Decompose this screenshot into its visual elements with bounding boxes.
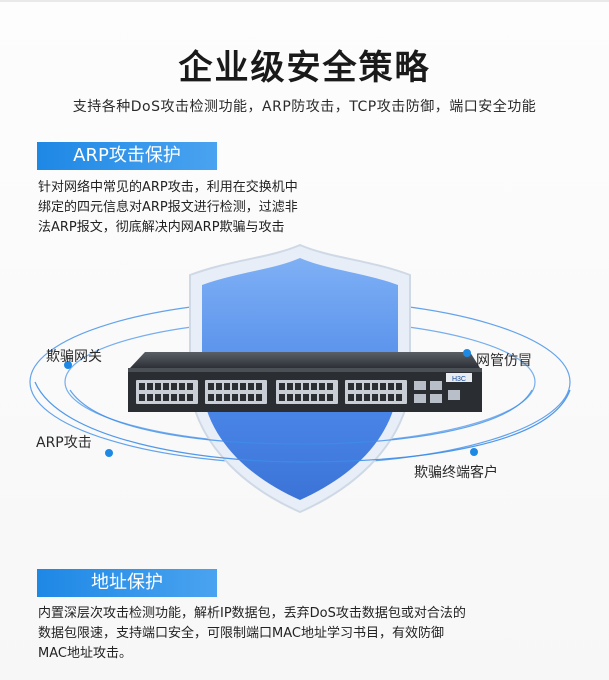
marker-dot (470, 448, 478, 456)
page-subtitle: 支持各种DoS攻击检测功能，ARP防攻击，TCP攻击防御，端口安全功能 (72, 99, 537, 115)
label-spoof-gateway: 欺骗网关 (46, 349, 102, 365)
mac-description-line: 数据包限速，支持端口安全，可限制端口MAC地址学习书目，有效防御 (38, 626, 444, 641)
mac-section-tag: 地址保护 (37, 569, 217, 597)
page-title: 企业级安全策略 (178, 48, 431, 88)
top-divider (0, 0, 609, 2)
marker-dot (105, 449, 113, 457)
arp-description-line: 法ARP报文，彻底解决内网ARP欺骗与攻击 (38, 220, 285, 235)
marker-dot (463, 349, 471, 357)
mac-description: 内置深层次攻击检测功能，解析IP数据包，丢弃DoS攻击数据包或对合法的 数据包限… (38, 604, 548, 664)
label-arp-attack: ARP攻击 (36, 435, 92, 451)
security-diagram: H3C 欺骗网关 网管仿冒 ARP攻击 欺骗终端客户 (0, 240, 609, 540)
mac-description-line: MAC地址攻击。 (38, 646, 132, 661)
label-nms-spoof: 网管仿冒 (476, 353, 532, 369)
arp-section-tag: ARP攻击保护 (37, 142, 217, 170)
arp-description-line: 针对网络中常见的ARP攻击，利用在交换机中 (38, 180, 298, 195)
mac-description-line: 内置深层次攻击检测功能，解析IP数据包，丢弃DoS攻击数据包或对合法的 (38, 606, 466, 621)
arp-description: 针对网络中常见的ARP攻击，利用在交换机中 绑定的四元信息对ARP报文进行检测，… (38, 178, 368, 238)
diagram-illustration: H3C (29, 243, 571, 514)
label-spoof-client: 欺骗终端客户 (414, 465, 498, 481)
switch-logo: H3C (452, 376, 466, 383)
arp-description-line: 绑定的四元信息对ARP报文进行检测，过滤非 (38, 200, 298, 215)
marker-dot (64, 361, 72, 369)
network-switch-image: H3C (128, 352, 482, 412)
